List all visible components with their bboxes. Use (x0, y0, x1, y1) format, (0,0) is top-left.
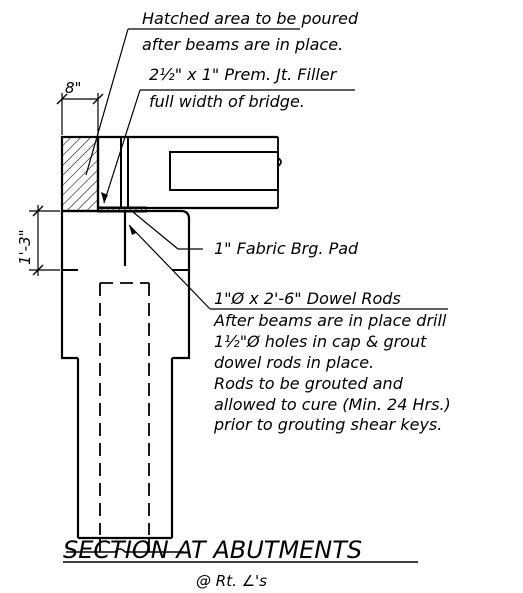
dimension-8in-label: 8" (65, 79, 81, 97)
hatched-area-leader (85, 28, 300, 176)
beam-section (96, 135, 282, 211)
dimension-8in: 8" (56, 79, 104, 135)
dowel-note-line3: dowel rods in place. (214, 353, 374, 372)
bearing-pad-leader (132, 211, 203, 250)
section-title: SECTION AT ABUTMENTS (63, 536, 362, 564)
dowel-note-line5: allowed to cure (Min. 24 Hrs.) (214, 395, 451, 414)
hatched-note-line1: Hatched area to be poured (142, 9, 359, 28)
joint-filler-leader (101, 89, 355, 204)
pile (66, 282, 184, 553)
hatched-pour-area (60, 135, 100, 213)
filler-note-line2: full width of bridge. (149, 92, 305, 111)
dowel-note-line6: prior to grouting shear keys. (213, 415, 442, 434)
dowel-note-line1: After beams are in place drill (213, 311, 447, 330)
filler-note-line1: 2½" x 1" Prem. Jt. Filler (149, 65, 338, 84)
section-subtitle: @ Rt. ∠'s (196, 572, 267, 590)
hatched-note-line2: after beams are in place. (142, 35, 343, 54)
abutment-cap (60, 209, 191, 360)
bearing-pad-note: 1" Fabric Brg. Pad (214, 239, 359, 258)
dimension-1ft-3in: 1'-3" (16, 205, 60, 276)
dowel-note-line2: 1½"Ø holes in cap & grout (214, 332, 427, 351)
dowel-note-line4: Rods to be grouted and (214, 374, 404, 393)
dowel-rods-leader (128, 224, 448, 310)
dowel-rods-title: 1"Ø x 2'-6" Dowel Rods (214, 289, 401, 308)
dimension-1ft-3in-label: 1'-3" (16, 229, 34, 265)
